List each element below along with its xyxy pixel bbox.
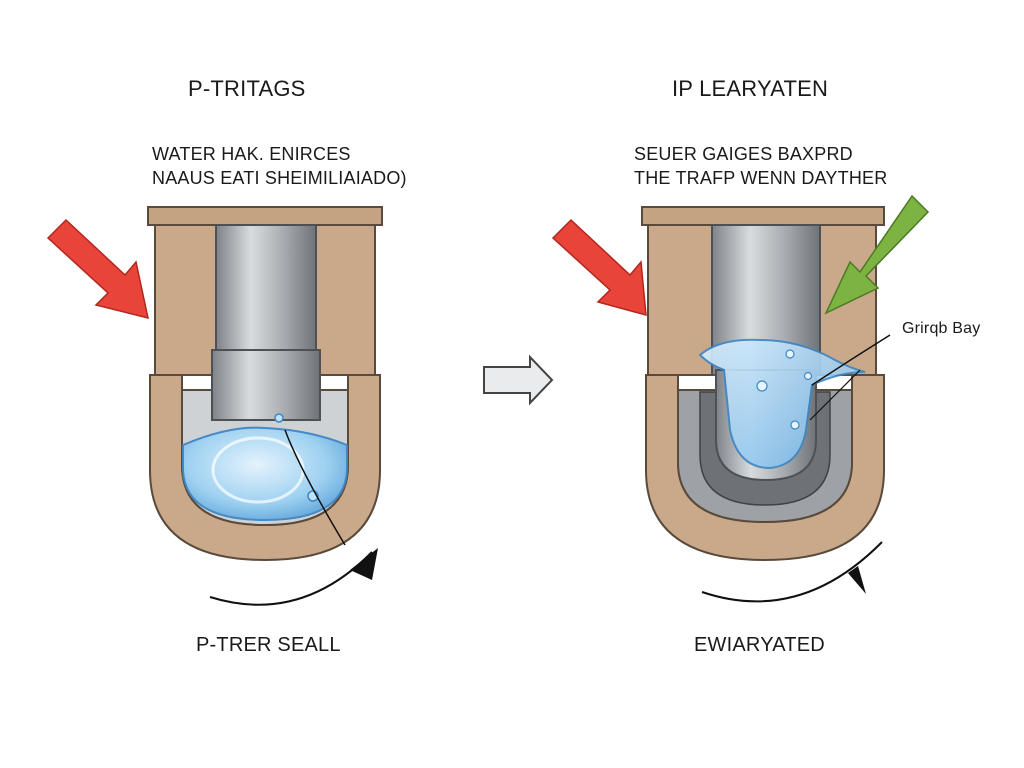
right-caption-line-2: THE TRAFP WENN DAYTHER (634, 168, 888, 188)
left-panel-caption: WATER HAK. ENIRCES NAAUS EATI SHEIMILIAI… (152, 142, 407, 190)
right-droplet (785, 349, 795, 359)
left-pipe (215, 224, 317, 356)
right-trap (641, 206, 891, 562)
left-caption-line-1: WATER HAK. ENIRCES (152, 144, 351, 164)
right-droplet (803, 371, 813, 381)
left-caption-line-2: NAAUS EATI SHEIMILIAIADO) (152, 168, 407, 188)
left-red-arrow-icon (46, 218, 149, 320)
right-arrow-icon (483, 354, 554, 406)
right-panel-caption: SEUER GAIGES BAXPRD THE TRAFP WENN DAYTH… (634, 142, 887, 190)
right-callout-label: Grirqb Bay (902, 320, 981, 337)
right-red-arrow-icon (551, 218, 647, 317)
left-panel-title: P-TRITAGS (188, 76, 306, 101)
right-droplet (756, 380, 768, 392)
left-droplet (274, 413, 284, 423)
right-pointer-line (809, 369, 861, 421)
right-curved-arrow-icon (701, 541, 883, 603)
right-trap-cap (641, 206, 885, 226)
left-trap (147, 206, 383, 562)
right-panel-title: IP LEARYATEN (672, 76, 829, 101)
left-pipe-collar (211, 349, 321, 421)
right-water-splash (698, 338, 866, 470)
right-callout-line (811, 334, 891, 386)
left-trap-cap (147, 206, 383, 226)
right-caption-line-1: SEUER GAIGES BAXPRD (634, 144, 853, 164)
left-pointer-line (284, 429, 346, 546)
left-panel-footer: P-TRER SEALL (196, 634, 341, 656)
left-curved-arrow-icon (209, 548, 378, 606)
right-panel-footer: EWIARYATED (694, 634, 825, 656)
right-green-arrow-icon (824, 194, 930, 315)
right-droplet (790, 420, 800, 430)
